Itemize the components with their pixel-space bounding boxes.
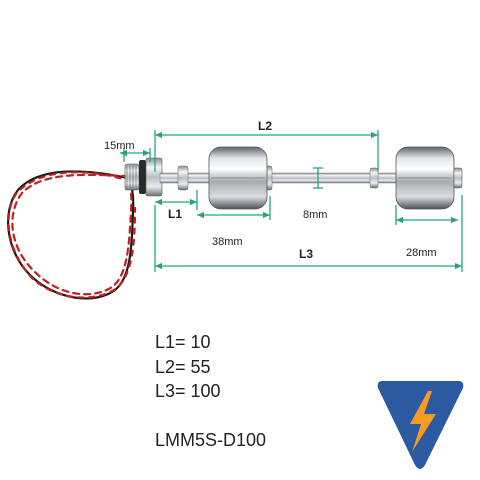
spec-l3: L3= 100 [155,381,221,401]
lead-wires [7,170,137,300]
model-number: LMM5S-D100 [155,430,267,450]
mounting-fitting [124,157,163,197]
dimension-lines [120,130,463,272]
lightning-bolt-icon [410,391,436,452]
dim-15mm-label: 15mm [104,140,135,152]
dim-l3-label: L3 [299,247,313,261]
dim-8mm-label: 8mm [303,209,327,221]
dim-28mm-label: 28mm [406,247,437,259]
float-ball-2 [395,146,455,210]
dim-38mm-label: 38mm [212,236,243,248]
spec-l2: L2= 55 [155,357,211,377]
dim-l1-label: L1 [168,207,182,221]
end-nut [453,167,463,189]
spec-l1: L1= 10 [155,332,211,352]
brand-logo [377,380,464,469]
dim-l2-label: L2 [258,119,272,133]
float-ball-1 [208,146,268,210]
